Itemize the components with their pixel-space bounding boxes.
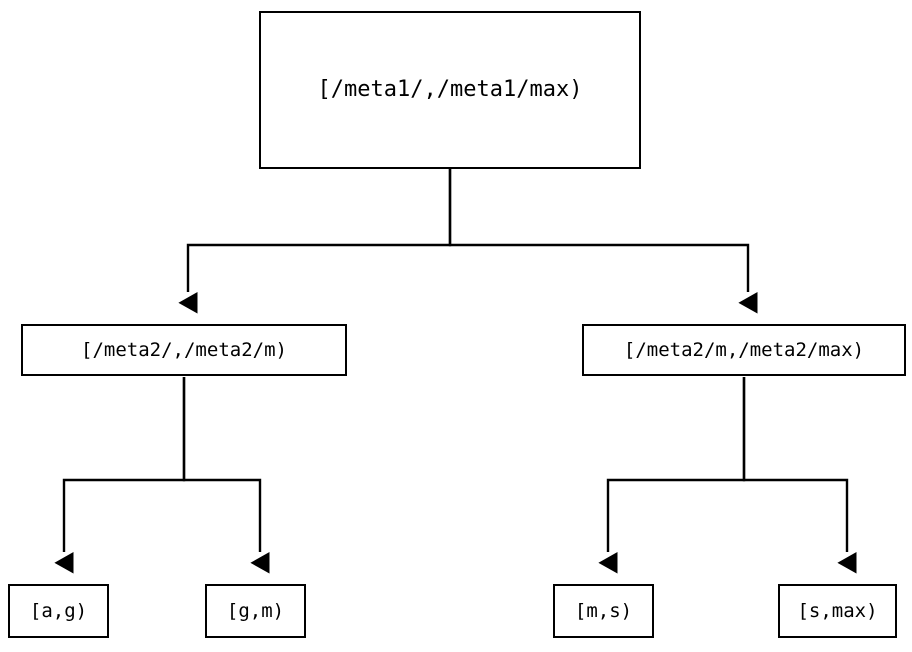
edge-mid-right-to-leaf-smax — [742, 377, 857, 574]
edge-mid-right-to-leaf-ms — [598, 377, 746, 574]
node-leaf-gm-label: [g,m) — [226, 599, 285, 622]
node-leaf-smax-label: [s,max) — [797, 599, 878, 622]
node-leaf-ag-label: [a,g) — [29, 599, 88, 622]
node-mid-right-interval[interactable]: [/meta2/m,/meta2/max) — [582, 324, 906, 376]
node-root-interval[interactable]: [/meta1/,/meta1/max) — [259, 11, 641, 169]
node-root-label: [/meta1/,/meta1/max) — [317, 77, 583, 102]
node-mid-left-label: [/meta2/,/meta2/m) — [81, 338, 287, 361]
edge-root-to-mid-left — [178, 169, 452, 314]
node-leaf-ag[interactable]: [a,g) — [8, 584, 109, 638]
edge-mid-left-to-leaf-ag — [54, 377, 186, 574]
node-mid-right-label: [/meta2/m,/meta2/max) — [623, 338, 865, 361]
node-leaf-ms-label: [m,s) — [574, 599, 633, 622]
node-leaf-ms[interactable]: [m,s) — [553, 584, 654, 638]
node-leaf-smax[interactable]: [s,max) — [778, 584, 897, 638]
node-leaf-gm[interactable]: [g,m) — [205, 584, 306, 638]
edge-root-to-mid-right — [448, 169, 758, 314]
node-mid-left-interval[interactable]: [/meta2/,/meta2/m) — [21, 324, 347, 376]
edge-mid-left-to-leaf-gm — [182, 377, 270, 574]
